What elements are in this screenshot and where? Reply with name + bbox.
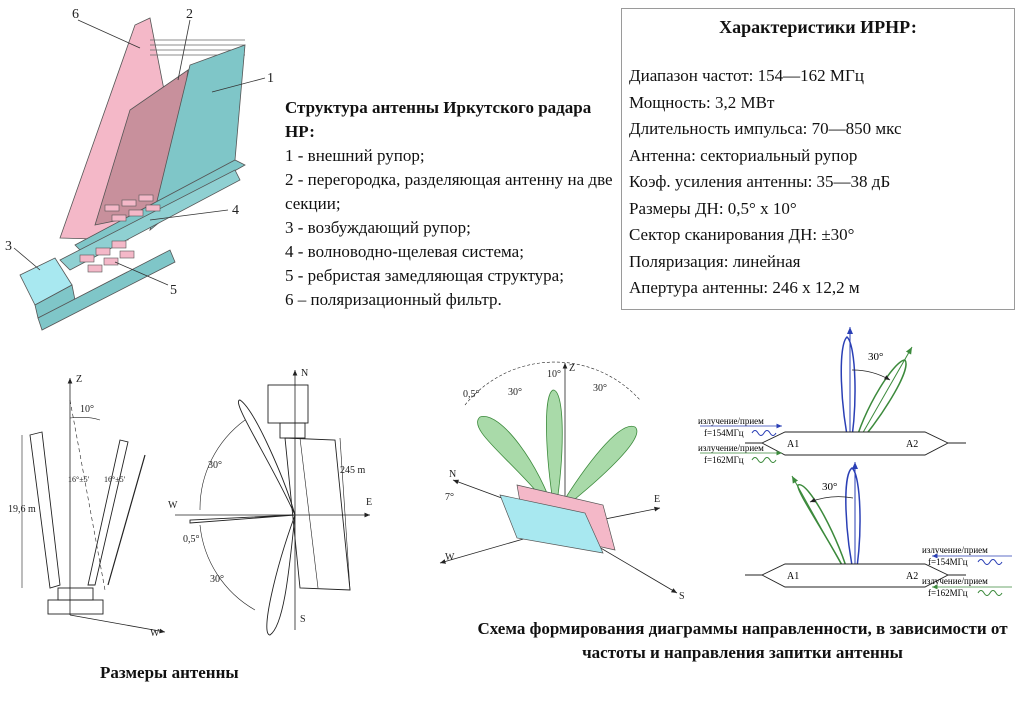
axis-n: N <box>301 368 308 379</box>
structure-item: 6 – поляризационный фильтр. <box>285 290 502 309</box>
antenna-dimensions-diagram: Z W 10° 19,6 m 16°±5' 16°±5' N S E W 30°… <box>8 368 372 639</box>
feed-bottom-freq2: f=162МГц <box>928 588 968 598</box>
feed-top-label1: излучение/прием <box>698 416 764 426</box>
lobe-right <box>554 425 638 516</box>
feed-bottom-a1: A1 <box>787 571 799 582</box>
length-label: 245 m <box>340 465 366 476</box>
feed-top-freq2: f=162МГц <box>704 455 744 465</box>
spec-item: Поляризация: линейная <box>629 251 801 271</box>
feed-top-freq1: f=154МГц <box>704 428 744 438</box>
angle-16a: 16°±5' <box>68 475 90 484</box>
lobes-angle-30b: 30° <box>593 383 607 394</box>
angle-30b: 30° <box>210 574 224 585</box>
label-2: 2 <box>186 7 193 22</box>
label-5: 5 <box>170 283 177 298</box>
feed-diagram-bottom: 30° A1 A2 излучение/прием f=154МГц излуч… <box>745 462 1012 598</box>
lobes-angle-7: 7° <box>445 492 454 503</box>
structure-item: 2 - перегородка, разделяющая антенну на … <box>285 170 613 213</box>
spec-item: Антенна: секториальный рупор <box>629 145 858 165</box>
beam-154-top <box>840 335 856 451</box>
ribbed-structure <box>79 240 135 273</box>
lobes-angle-10: 10° <box>547 369 561 380</box>
specs-panel: Характеристики ИРНР: Диапазон частот: 15… <box>621 8 1015 310</box>
feed-bottom-label1: излучение/прием <box>922 545 988 555</box>
structure-item: 1 - внешний рупор; <box>285 146 425 165</box>
caption-beam-schema: Схема формирования диаграммы направленно… <box>477 619 1008 662</box>
waveguide-slots <box>104 194 161 222</box>
feed-top-a2: A2 <box>906 439 918 450</box>
structure-item: 5 - ребристая замедляющая структура; <box>285 266 564 285</box>
spec-item: Длительность импульса: 70—850 мкс <box>629 119 902 138</box>
spec-item: Апертура антенны: 246 х 12,2 м <box>629 278 860 297</box>
beam-154-bottom <box>845 467 861 581</box>
structure-item: 4 - волноводно-щелевая система; <box>285 242 524 261</box>
feed-top-angle: 30° <box>868 351 883 363</box>
feed-bottom-label2: излучение/прием <box>922 576 988 586</box>
angle-30a: 30° <box>208 460 222 471</box>
beam-pattern-diagram: Z N E W S 10° 30° 30° 0,5° 7° <box>439 361 685 602</box>
spec-item: Коэф. усиления антенны: 35—38 дБ <box>629 172 891 191</box>
feed-diagram-top: 30° A1 A2 излучение/прием f=154МГц излуч… <box>698 327 966 465</box>
lobes-axis-w: W <box>445 552 455 563</box>
axis-w: W <box>150 628 160 639</box>
lobes-angle-05: 0,5° <box>463 389 480 400</box>
lobes-angle-30a: 30° <box>508 387 522 398</box>
lobes-axis-n: N <box>449 469 456 480</box>
feed-top-a1: A1 <box>787 439 799 450</box>
height-label: 19,6 m <box>8 504 36 515</box>
label-1: 1 <box>267 71 274 86</box>
structure-list: 1 - внешний рупор; 2 - перегородка, разд… <box>285 144 615 312</box>
lobes-axis-s: S <box>679 591 685 602</box>
lobes-axis-z: Z <box>569 363 575 374</box>
caption-dimensions: Размеры антенны <box>100 663 239 682</box>
feed-bottom-a2: A2 <box>906 571 918 582</box>
label-4: 4 <box>232 203 239 218</box>
specs-title: Характеристики ИРНР: <box>719 17 917 37</box>
structure-title: Структура антенны Иркутского радара НР: <box>285 98 592 141</box>
lobes-axis-e: E <box>654 494 660 505</box>
feed-top-label2: излучение/прием <box>698 443 764 453</box>
antenna-front-panel <box>499 494 604 554</box>
axis-e: E <box>366 497 372 508</box>
feed-bottom-angle: 30° <box>822 481 837 493</box>
axis-s: S <box>300 614 306 625</box>
spec-item: Размеры ДН: 0,5° х 10° <box>629 198 797 218</box>
lobe-center <box>546 389 563 516</box>
structure-item: 3 - возбуждающий рупор; <box>285 218 471 237</box>
axis-z: Z <box>76 374 82 385</box>
angle-10: 10° <box>80 404 94 415</box>
angle-16b: 16°±5' <box>104 475 126 484</box>
axis-w2: W <box>168 500 178 511</box>
angle-05: 0,5° <box>183 534 200 545</box>
spec-item: Сектор сканирования ДН: ±30° <box>629 225 855 244</box>
structure-legend: Структура антенны Иркутского радара НР: … <box>285 96 615 312</box>
spec-item: Мощность: 3,2 МВт <box>629 92 775 112</box>
feed-bottom-freq1: f=154МГц <box>928 557 968 567</box>
antenna-structure-diagram: 6 2 1 4 3 5 <box>5 7 274 331</box>
spec-item: Диапазон частот: 154—162 МГц <box>629 66 864 85</box>
specs-list: Диапазон частот: 154—162 МГц Мощность: 3… <box>629 63 902 302</box>
label-3: 3 <box>5 239 12 254</box>
label-6: 6 <box>72 7 79 22</box>
